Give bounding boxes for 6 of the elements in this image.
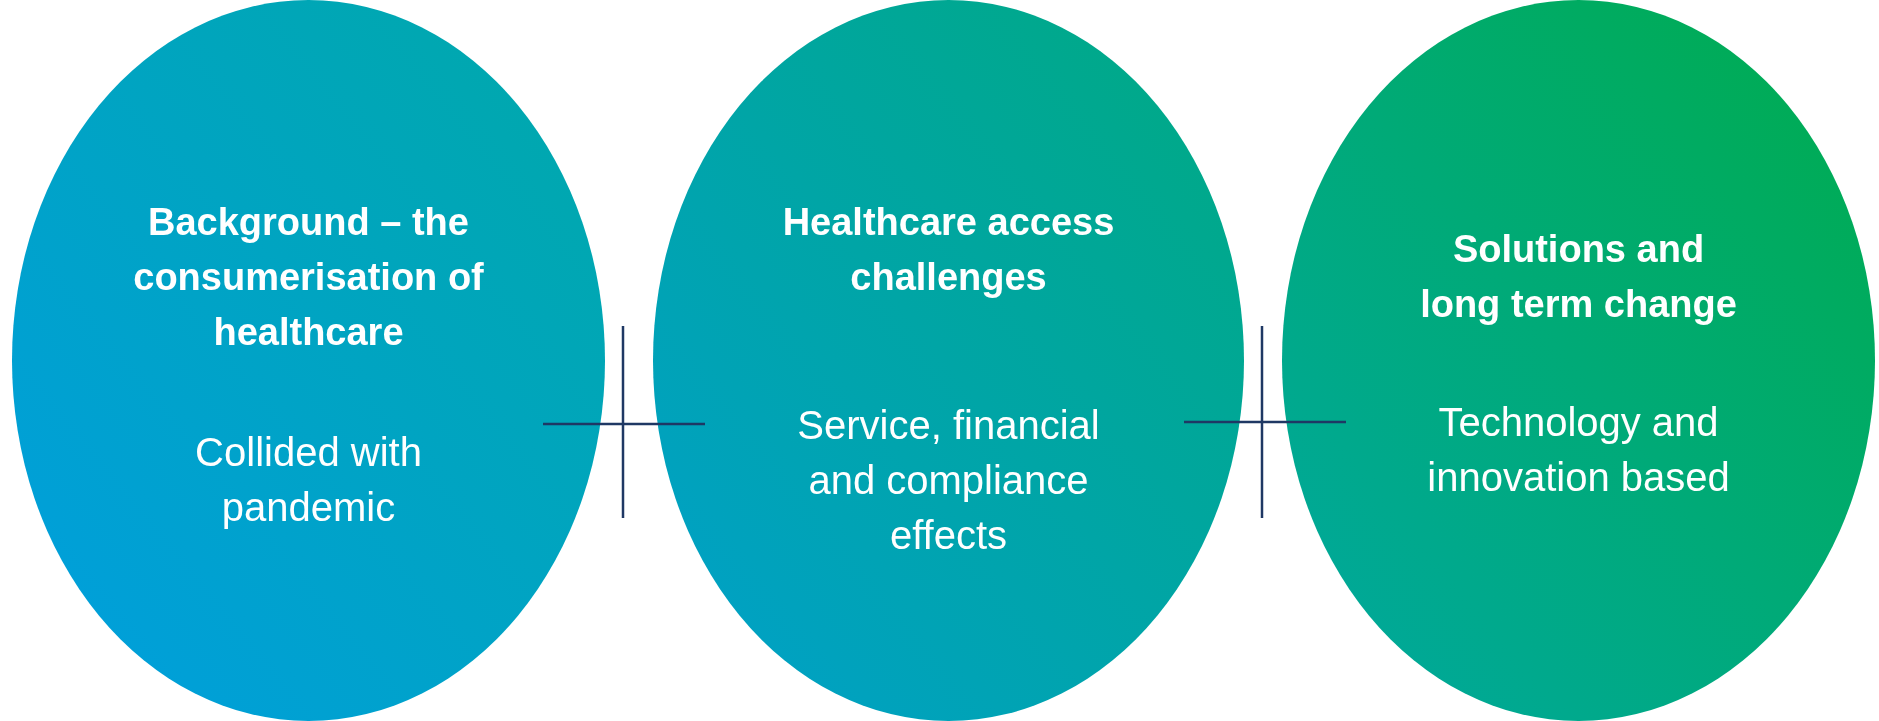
description: Service, financial and compliance effects bbox=[796, 402, 1101, 559]
heading: Solutions and long term change bbox=[1419, 227, 1738, 327]
description: Collided with pandemic bbox=[194, 429, 423, 531]
heading: Background – the consumerisation of healthcare bbox=[132, 200, 485, 355]
heading: Healthcare access challenges bbox=[781, 200, 1116, 300]
description: Technology and innovation based bbox=[1426, 399, 1731, 501]
